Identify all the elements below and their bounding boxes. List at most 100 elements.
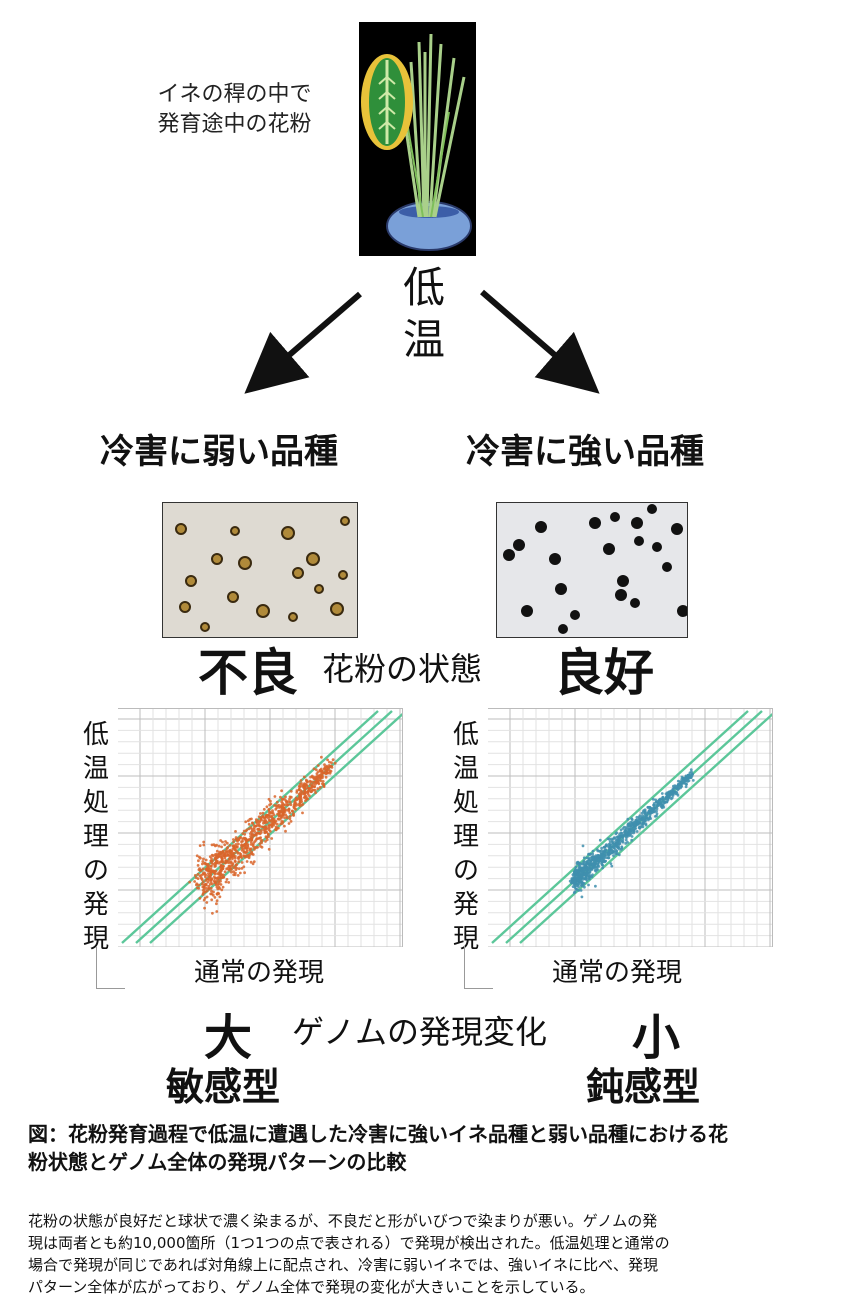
scatter-point: [218, 854, 221, 858]
scatter-point: [198, 844, 202, 847]
scatter-point: [316, 764, 320, 767]
genome-small-label: 小: [632, 1010, 681, 1066]
scatter-point: [267, 813, 271, 816]
scatter-point: [686, 777, 690, 780]
scatter-point: [315, 776, 319, 779]
scatter-point: [299, 779, 303, 782]
scatter-point: [267, 824, 270, 828]
scatter-point: [206, 862, 210, 866]
scatter-point: [656, 802, 660, 806]
scatter-point: [232, 846, 236, 849]
scatter-point: [274, 804, 278, 808]
scatter-point: [573, 871, 576, 875]
left-ylabel-char: 理: [82, 822, 109, 852]
scatter-point: [231, 862, 235, 865]
scatter-point: [294, 796, 298, 800]
sensitive-type-label: 敏感型: [166, 1065, 281, 1109]
poor-pollen-photo: [162, 502, 358, 638]
scatter-point: [631, 829, 635, 832]
scatter-point: [655, 812, 659, 816]
scatter-point: [269, 815, 272, 818]
figure-title: 図：花粉発育過程で低温に遭遇した冷害に強いイネ品種と弱い品種における花 粉状態と…: [28, 1120, 838, 1176]
scatter-point: [213, 871, 216, 875]
scatter-point: [250, 828, 254, 831]
scatter-point: [610, 864, 614, 868]
scatter-point: [314, 791, 317, 795]
rice-caption: イネの稈の中で 発育途中の花粉: [132, 80, 337, 140]
scatter-point: [660, 803, 664, 806]
scatter-point: [300, 784, 304, 788]
scatter-point: [274, 807, 278, 811]
scatter-point: [288, 817, 292, 821]
scatter-point: [267, 797, 271, 801]
scatter-point: [251, 821, 254, 825]
scatter-point: [641, 814, 644, 818]
scatter-point: [265, 838, 269, 842]
scatter-point: [196, 864, 200, 867]
scatter-point: [234, 860, 237, 863]
scatter-point: [297, 803, 301, 806]
scatter-point: [202, 843, 206, 847]
scatter-point: [304, 799, 307, 802]
scatter-point: [616, 840, 620, 844]
scatter-point: [667, 796, 671, 800]
scatter-point: [624, 829, 628, 833]
scatter-point: [250, 837, 254, 841]
weak-variety-label: 冷害に弱い品種: [100, 432, 338, 472]
pollen-state-label: 花粉の状態: [322, 650, 483, 688]
scatter-point: [653, 815, 657, 818]
scatter-point: [669, 789, 673, 793]
diagonal-guide-line: [491, 710, 749, 944]
scatter-point: [217, 877, 220, 880]
scatter-point: [234, 830, 237, 833]
scatter-point: [585, 861, 589, 865]
scatter-point: [318, 768, 322, 772]
scatter-point: [680, 775, 684, 779]
description-line: パターン全体が広がっており、ゲノム全体で発現の変化が大きいことを示している。: [28, 1278, 595, 1296]
scatter-point: [581, 875, 584, 879]
scatter-point: [582, 856, 586, 860]
scatter-point: [281, 802, 285, 805]
scatter-point: [228, 857, 231, 861]
scatter-point: [679, 785, 683, 789]
scatter-point: [279, 810, 283, 814]
scatter-point: [288, 800, 292, 804]
scatter-point: [264, 835, 268, 838]
scatter-point: [644, 822, 648, 826]
scatter-point: [297, 784, 301, 788]
scatter-point: [665, 800, 669, 803]
scatter-point: [227, 881, 231, 884]
scatter-point: [211, 859, 214, 863]
scatter-point: [258, 842, 262, 846]
scatter-point: [193, 874, 197, 877]
scatter-point: [234, 843, 238, 846]
scatter-point: [605, 843, 608, 847]
scatter-point: [691, 779, 695, 782]
scatter-point: [308, 794, 311, 798]
left-ylabel-char: 現: [82, 924, 109, 954]
scatter-point: [221, 885, 225, 889]
scatter-point: [224, 880, 228, 884]
scatter-point: [330, 764, 333, 768]
scatter-point: [262, 816, 266, 820]
scatter-point: [630, 835, 634, 838]
scatter-point: [298, 801, 302, 804]
scatter-point: [591, 849, 595, 853]
scatter-point: [259, 839, 263, 843]
scatter-point: [578, 864, 582, 868]
scatter-point: [244, 838, 248, 841]
scatter-point: [259, 812, 262, 815]
scatter-point: [309, 786, 313, 790]
scatter-point: [223, 854, 227, 858]
scatter-point: [280, 789, 283, 793]
scatter-point: [322, 785, 326, 788]
scatter-point: [215, 892, 219, 896]
low-temp-char-2: 温: [402, 315, 445, 364]
scatter-point: [221, 861, 225, 864]
scatter-point: [575, 888, 579, 891]
scatter-point: [222, 864, 225, 868]
scatter-point: [607, 846, 611, 849]
scatter-point: [219, 839, 222, 842]
scatter-point: [569, 881, 573, 885]
scatter-point: [661, 798, 665, 802]
